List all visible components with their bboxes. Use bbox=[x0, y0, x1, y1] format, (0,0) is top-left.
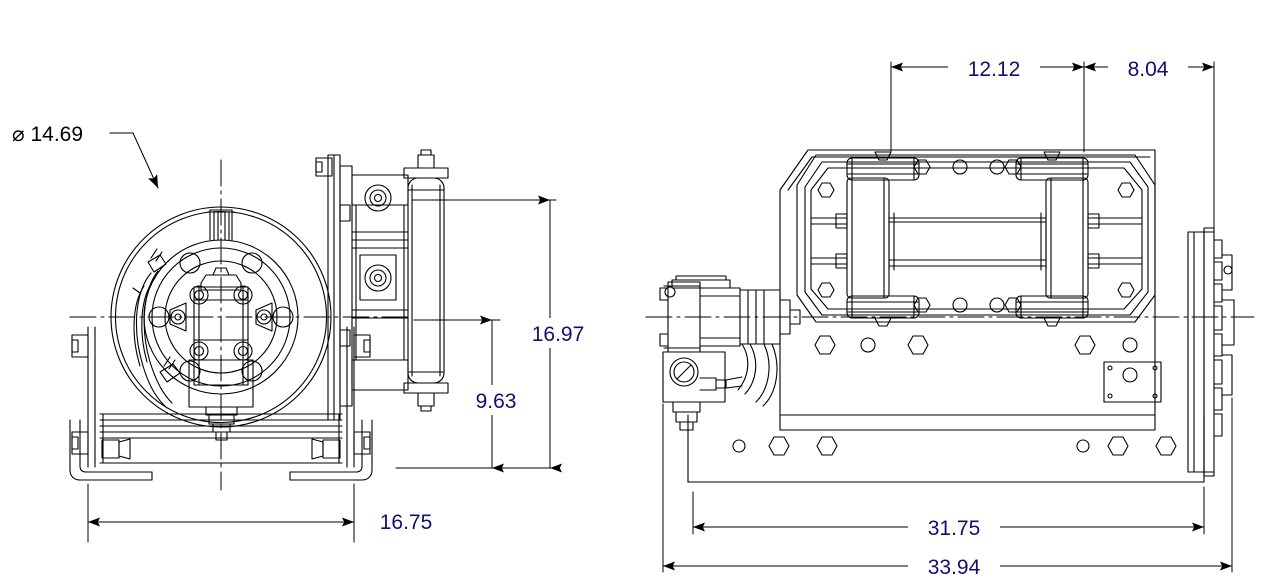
base-frame bbox=[71, 326, 371, 468]
roller-fairlead-side bbox=[315, 149, 449, 421]
diameter-leader-line bbox=[109, 132, 159, 189]
base-width-dimension bbox=[87, 483, 355, 543]
overall-length-dimension-label: 33.94 bbox=[928, 556, 981, 579]
end-housing-stack bbox=[1187, 227, 1235, 477]
plan-view bbox=[645, 149, 1255, 483]
base-length-dimension-label: 31.75 bbox=[928, 517, 981, 540]
centerline-height-dimension-label: 9.63 bbox=[476, 390, 517, 413]
drum-shaft-tube bbox=[207, 209, 235, 241]
access-panel bbox=[1103, 361, 1162, 403]
label-mask bbox=[908, 551, 1000, 579]
side-elevation-view bbox=[69, 132, 449, 491]
hydraulic-motor-plan bbox=[659, 275, 801, 431]
housing-fasteners bbox=[814, 335, 1138, 383]
view-centerlines bbox=[69, 159, 411, 491]
label-mask bbox=[452, 385, 540, 415]
left-view-dimensions bbox=[87, 195, 562, 543]
label-mask bbox=[948, 52, 1040, 82]
dimension-labels: 16.75 16.97 9.63 12.12 8.04 31.75 33.94 … bbox=[12, 52, 1188, 579]
fairlead-right-dimension bbox=[1083, 61, 1215, 231]
cable-drum bbox=[846, 177, 1089, 299]
winch-housing bbox=[779, 149, 1156, 431]
overall-height-dimension-label: 16.97 bbox=[532, 323, 585, 346]
base-width-dimension-label: 16.75 bbox=[380, 511, 433, 534]
drum-flange-diameter-label: ⌀ 14.69 bbox=[12, 123, 83, 146]
fairlead-frame bbox=[796, 154, 1156, 323]
fairlead-fasteners bbox=[810, 159, 1143, 313]
hydraulic-motor bbox=[169, 267, 273, 386]
fairlead-right-dimension-label: 8.04 bbox=[1128, 58, 1169, 81]
label-mask bbox=[908, 512, 1000, 542]
hydraulic-hoses bbox=[132, 248, 181, 409]
label-mask bbox=[1108, 52, 1188, 82]
fairlead-rollers bbox=[846, 151, 1089, 327]
label-mask bbox=[360, 506, 452, 536]
fairlead-left-dimension-label: 12.12 bbox=[968, 58, 1021, 81]
base-rail bbox=[687, 414, 1205, 483]
mounting-feet bbox=[69, 419, 373, 481]
drum-hub-flange bbox=[143, 239, 299, 395]
valve-block bbox=[188, 359, 254, 441]
overall-length-dimension bbox=[662, 397, 1233, 573]
label-mask bbox=[512, 318, 604, 348]
